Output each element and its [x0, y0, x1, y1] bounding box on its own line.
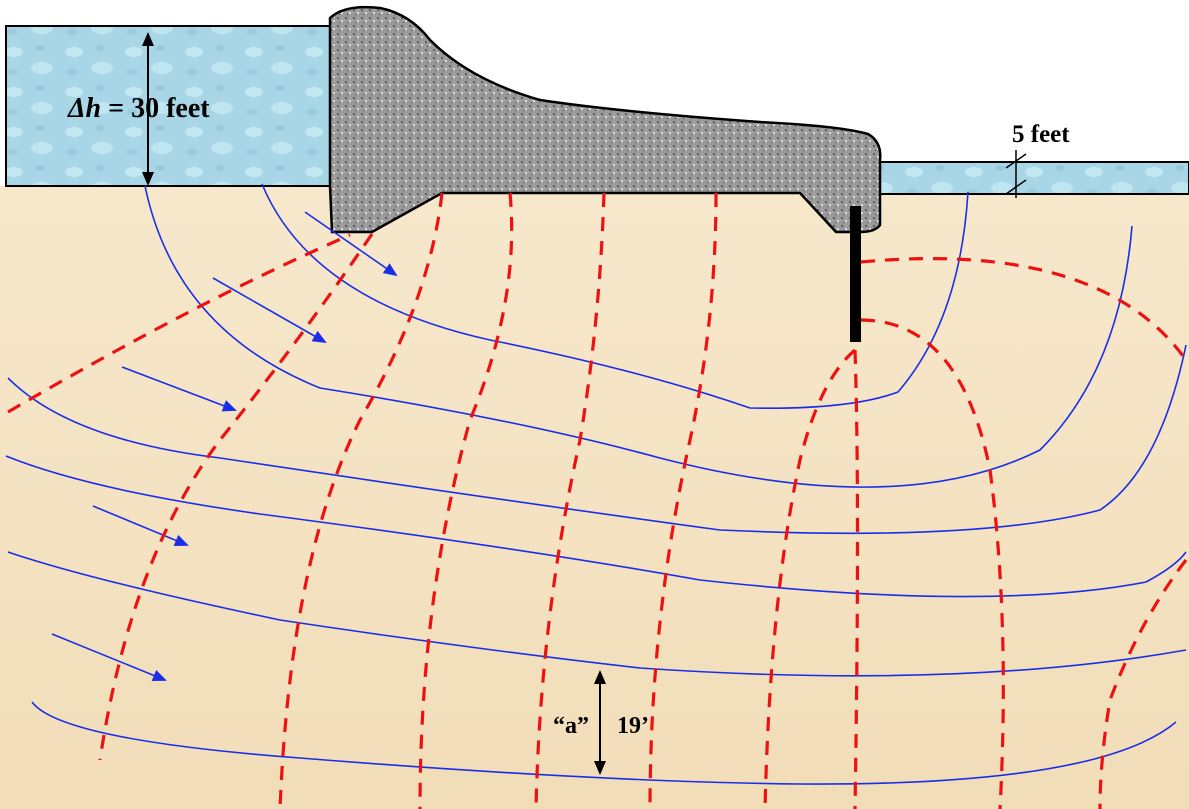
- flow-line: [7, 344, 1187, 535]
- flow-line: [144, 185, 1133, 488]
- equipotential-line: [418, 192, 514, 809]
- equipotential-line: [860, 256, 1188, 361]
- headwater-reservoir: [5, 25, 331, 187]
- equipotential-line: [860, 318, 1005, 809]
- equipotential-line: [7, 233, 351, 414]
- equipotential-line: [278, 192, 444, 809]
- arrow-right-down-icon: [212, 277, 327, 343]
- flow-line: [31, 701, 1177, 785]
- flow-line: [5, 455, 1187, 598]
- equipotential-lines: [7, 192, 1188, 809]
- a-label: “a”: [553, 713, 589, 739]
- arrow-right-down-icon: [92, 505, 189, 546]
- head-difference-label: Δh = 30 feet: [67, 93, 210, 124]
- flow-arrows: [51, 211, 398, 682]
- arrow-right-down-icon: [51, 633, 167, 682]
- a-value: 19’: [617, 713, 649, 739]
- arrow-right-down-icon: [121, 366, 237, 412]
- sheet-pile: [850, 206, 861, 342]
- tailwater: [877, 161, 1189, 195]
- head-symbol: Δh: [67, 93, 101, 124]
- equipotential-line: [648, 192, 718, 809]
- soil-region: [0, 186, 1189, 809]
- concrete-dam: [328, 5, 882, 234]
- flow-line: [261, 183, 969, 409]
- equipotential-line: [534, 192, 606, 809]
- tailwater-depth-label: 5 feet: [1012, 121, 1070, 148]
- flow-lines: [5, 183, 1187, 785]
- arrow-right-down-icon: [304, 211, 398, 277]
- head-value: = 30 feet: [101, 93, 210, 124]
- flow-line: [7, 551, 1187, 677]
- equipotential-line: [98, 233, 374, 761]
